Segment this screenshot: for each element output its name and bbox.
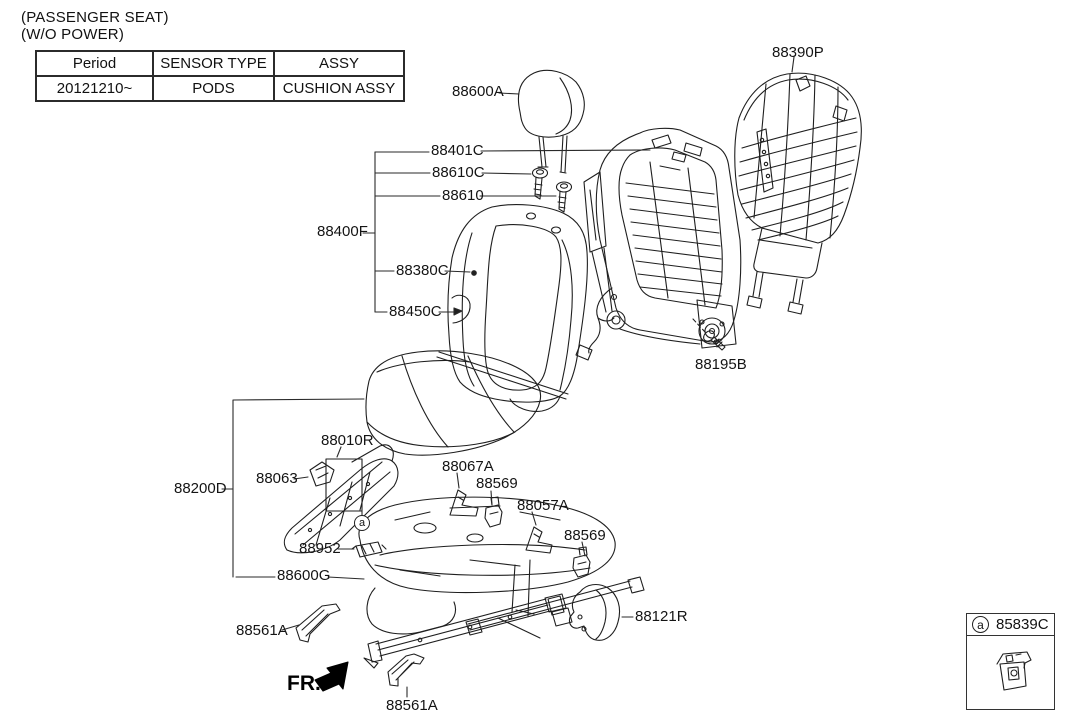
spec-table-cell-sensor-type: PODS <box>152 75 275 102</box>
leader-lines <box>221 56 795 698</box>
headrest-bolts-drawing <box>531 167 573 213</box>
legend-box: a 85839C <box>966 613 1055 710</box>
part-label-88569-second: 88569 <box>564 527 606 544</box>
part-label-88057A: 88057A <box>517 497 569 514</box>
part-label-88610C: 88610C <box>432 164 485 181</box>
spec-table-cell-assy: CUSHION ASSY <box>273 75 405 102</box>
part-label-88450C: 88450C <box>389 303 442 320</box>
part-label-88610: 88610 <box>442 187 484 204</box>
part-label-88600A: 88600A <box>452 83 504 100</box>
fr-direction-label: FR. <box>287 672 321 695</box>
back-panel-drawing <box>734 72 862 315</box>
spec-table-header-row: Period SENSOR TYPE ASSY <box>35 50 405 77</box>
spec-table-header-assy: ASSY <box>273 50 405 77</box>
part-label-88010R: 88010R <box>321 432 374 449</box>
part-label-88067A: 88067A <box>442 458 494 475</box>
callout-a-badge: a <box>354 515 370 531</box>
legend-clip-drawing <box>996 651 1032 691</box>
small-brackets-drawing <box>449 489 591 578</box>
page-title-line1: (PASSENGER SEAT) <box>21 9 169 26</box>
spec-table-data-row: 20121210~ PODS CUSHION ASSY <box>35 75 405 102</box>
legend-header: a 85839C <box>967 614 1054 636</box>
part-label-88390P: 88390P <box>772 44 824 61</box>
fr-direction-arrow <box>314 661 349 692</box>
part-label-88952: 88952 <box>299 540 341 557</box>
spec-table-header-sensor-type: SENSOR TYPE <box>152 50 275 77</box>
spec-table: Period SENSOR TYPE ASSY 20121210~ PODS C… <box>35 50 405 102</box>
part-label-88063: 88063 <box>256 470 298 487</box>
part-label-88195B: 88195B <box>695 356 747 373</box>
part-label-88401C: 88401C <box>431 142 484 159</box>
seat-cushion-drawing <box>365 350 569 456</box>
part-label-88400F: 88400F <box>317 223 368 240</box>
base-frame-drawing <box>358 496 645 669</box>
part-label-88600G: 88600G <box>277 567 331 584</box>
part-label-88200D: 88200D <box>174 480 227 497</box>
recliner-bolt-drawing <box>692 318 726 351</box>
headrest-drawing <box>517 69 585 174</box>
page-title-line2: (W/O POWER) <box>21 26 125 43</box>
part-label-88121R: 88121R <box>635 608 688 625</box>
legend-part-code: 85839C <box>996 616 1049 633</box>
side-trim-drawing <box>283 444 399 558</box>
seatback-cushion-drawing <box>447 204 588 412</box>
spec-table-header-period: Period <box>35 50 154 77</box>
legend-callout-a-badge: a <box>972 616 989 633</box>
part-label-88561A-bottom: 88561A <box>386 697 438 714</box>
part-label-88569-first: 88569 <box>476 475 518 492</box>
spec-table-cell-period: 20121210~ <box>35 75 154 102</box>
seatback-frame-drawing <box>575 127 742 361</box>
side-covers-drawing <box>295 583 621 687</box>
part-label-88380C: 88380C <box>396 262 449 279</box>
part-label-88561A-left: 88561A <box>236 622 288 639</box>
